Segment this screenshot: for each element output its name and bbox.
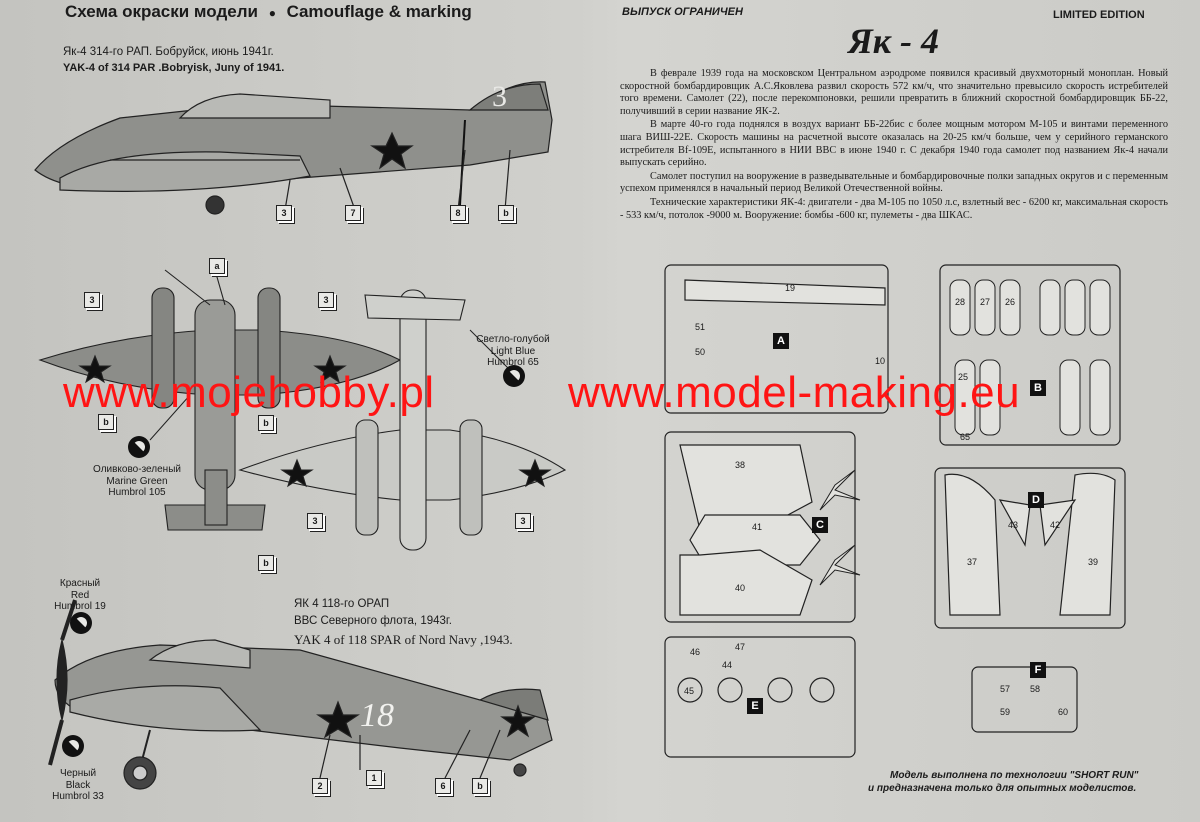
aircraft1-side-view bbox=[34, 81, 553, 215]
part-25: 25 bbox=[958, 372, 969, 382]
part-38: 38 bbox=[735, 460, 746, 470]
paint-chip-black bbox=[62, 735, 84, 757]
aircraft2-number: 18 bbox=[360, 697, 394, 734]
sprue-label-a: A bbox=[773, 333, 789, 349]
part-51: 51 bbox=[695, 322, 706, 332]
model-title: Як - 4 bbox=[848, 21, 940, 61]
aircraft-bottom-view bbox=[238, 289, 567, 551]
aircraft2-side-view bbox=[48, 599, 553, 790]
callout-7: 7 bbox=[345, 205, 361, 221]
part-37: 37 bbox=[967, 557, 978, 567]
aircraft2-caption-en: YAK 4 of 118 SPAR of Nord Navy ,1943. bbox=[294, 632, 513, 647]
paint-marine-green-en: Marine Green bbox=[106, 475, 168, 487]
callout-3-bottom-left: 3 bbox=[307, 513, 323, 529]
history-paragraph-3: Самолет поступил на вооружение в разведы… bbox=[620, 170, 1168, 195]
part-45: 45 bbox=[684, 686, 695, 696]
paint-chip-red bbox=[70, 612, 92, 634]
paint-marine-green-ru: Оливково-зеленый bbox=[93, 464, 181, 475]
callout-b-mid: b bbox=[258, 415, 274, 431]
part-65: 65 bbox=[960, 432, 971, 442]
sprue-label-f: F bbox=[1030, 662, 1046, 678]
callout-3-bottom-right: 3 bbox=[515, 513, 531, 529]
paint-red-en: Red bbox=[70, 589, 90, 601]
paint-light-blue-ru: Светло-голубой bbox=[476, 334, 550, 345]
sprue-frames bbox=[664, 264, 1126, 758]
sprue-b-parts bbox=[949, 279, 1111, 436]
paint-red: Красный Red Humbrol 19 bbox=[40, 578, 120, 613]
part-50: 50 bbox=[695, 347, 706, 357]
part-43: 43 bbox=[1008, 520, 1019, 530]
sprue-label-e: E bbox=[747, 698, 763, 714]
callout-8: 8 bbox=[450, 205, 466, 221]
sprue-label-d: D bbox=[1028, 492, 1044, 508]
callout-6: 6 bbox=[435, 778, 451, 794]
paint-light-blue-code: Humbrol 65 bbox=[487, 357, 539, 368]
part-42: 42 bbox=[1050, 520, 1061, 530]
aircraft1-number: 3 bbox=[492, 80, 507, 113]
paint-chip-light-blue bbox=[503, 365, 525, 387]
part-10: 10 bbox=[875, 356, 886, 366]
footer-note-1: Модель выполнена по технологии "SHORT RU… bbox=[890, 770, 1139, 781]
aircraft-top-view bbox=[38, 269, 402, 531]
part-27: 27 bbox=[980, 297, 991, 307]
header-title-en: Camouflage & marking bbox=[286, 2, 472, 21]
part-26: 26 bbox=[1005, 297, 1016, 307]
part-46: 46 bbox=[690, 647, 701, 657]
paint-chip-marine-green bbox=[128, 436, 150, 458]
callout-3-left: 3 bbox=[84, 292, 100, 308]
propeller-parts bbox=[819, 469, 861, 586]
paint-light-blue: Светло-голубой Light Blue Humbrol 65 bbox=[458, 334, 568, 369]
part-58: 58 bbox=[1030, 684, 1041, 694]
part-40: 40 bbox=[735, 583, 746, 593]
limited-en: LIMITED EDITION bbox=[1053, 9, 1145, 21]
callout-b-bottom: b bbox=[258, 555, 274, 571]
paint-black-code: Humbrol 33 bbox=[52, 791, 104, 802]
history-text: В феврале 1939 года на московском Центра… bbox=[620, 68, 1168, 223]
header-title-ru: Схема окраски модели bbox=[65, 2, 258, 21]
watermark-model-making: www.model-making.eu bbox=[568, 368, 1021, 417]
callout-b-bottom-right: b bbox=[472, 778, 488, 794]
callout-3-top: 3 bbox=[276, 205, 292, 221]
callout-2: 2 bbox=[312, 778, 328, 794]
paint-black: Черный Black Humbrol 33 bbox=[38, 768, 118, 803]
part-39: 39 bbox=[1088, 557, 1099, 567]
paint-red-ru: Красный bbox=[59, 578, 101, 589]
aircraft2-caption-ru2: ВВС Северного флота, 1943г. bbox=[294, 615, 452, 627]
aircraft1-caption-ru: Як-4 314-го РАП. Бобруйск, июнь 1941г. bbox=[63, 46, 274, 58]
history-paragraph-1: В феврале 1939 года на московском Центра… bbox=[620, 68, 1168, 117]
callout-1: 1 bbox=[366, 770, 382, 786]
callout-b-top: b bbox=[498, 205, 514, 221]
paint-marine-green-code: Humbrol 105 bbox=[108, 487, 166, 498]
paint-black-ru: Черный bbox=[59, 768, 97, 779]
part-60: 60 bbox=[1058, 707, 1069, 717]
left-header: Схема окраски модели ● Camouflage & mark… bbox=[65, 2, 472, 22]
part-57: 57 bbox=[1000, 684, 1011, 694]
callout-3-right: 3 bbox=[318, 292, 334, 308]
aircraft1-caption-en: YAK-4 of 314 PAR .Bobryisk, Juny of 1941… bbox=[63, 62, 285, 74]
footer-note-2: и предназначена только для опытных модел… bbox=[868, 783, 1137, 794]
part-47: 47 bbox=[735, 642, 746, 652]
callout-a: a bbox=[209, 258, 225, 274]
paint-light-blue-en: Light Blue bbox=[490, 345, 536, 357]
header-bullet: ● bbox=[268, 6, 276, 20]
aircraft2-caption-ru1: ЯК 4 118-го ОРАП bbox=[294, 598, 390, 610]
paint-red-code: Humbrol 19 bbox=[54, 601, 106, 612]
part-44: 44 bbox=[722, 660, 733, 670]
history-paragraph-4: Технические характеристики ЯК-4: двигате… bbox=[620, 196, 1168, 221]
part-19: 19 bbox=[785, 283, 796, 293]
part-59: 59 bbox=[1000, 707, 1011, 717]
part-28: 28 bbox=[955, 297, 966, 307]
limited-ru: ВЫПУСК ОГРАНИЧЕН bbox=[622, 6, 743, 18]
callout-b-left: b bbox=[98, 414, 114, 430]
watermark-mojehobby: www.mojehobby.pl bbox=[63, 368, 435, 417]
sprue-label-c: C bbox=[812, 517, 828, 533]
paint-marine-green: Оливково-зеленый Marine Green Humbrol 10… bbox=[72, 464, 202, 499]
sprue-label-b: B bbox=[1030, 380, 1046, 396]
paint-black-en: Black bbox=[65, 779, 91, 791]
part-41: 41 bbox=[752, 522, 763, 532]
history-paragraph-2: В марте 40-го года поднялся в воздух вар… bbox=[620, 119, 1168, 169]
